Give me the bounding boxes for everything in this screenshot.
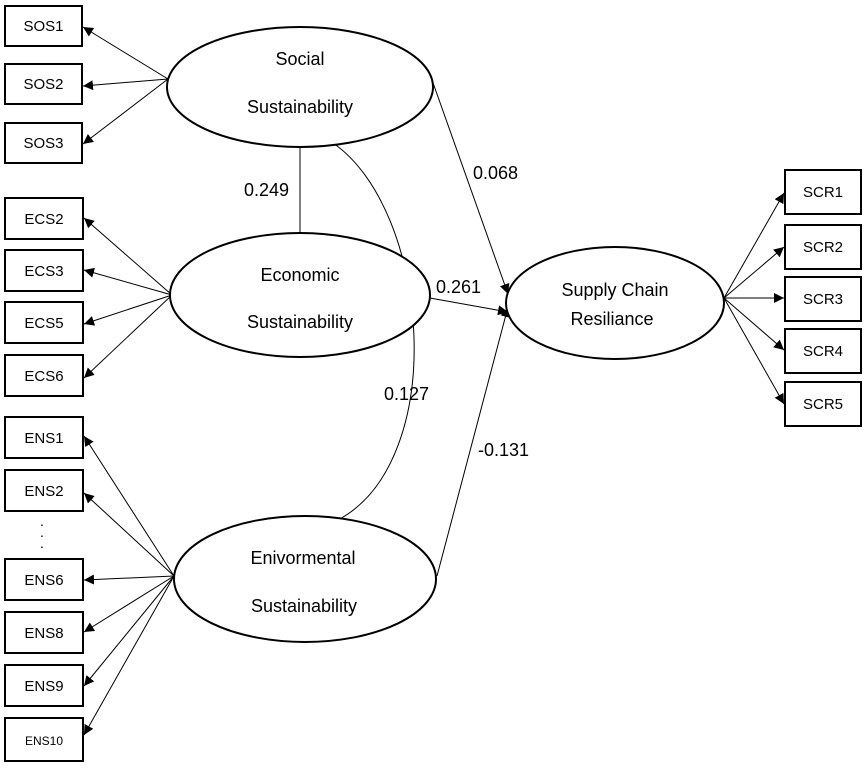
indicator-ens8: ENS8 <box>4 611 84 654</box>
latent-supply-chain-resilience: Supply Chain Resiliance <box>505 246 725 360</box>
latent-social-line2: Sustainability <box>247 97 353 117</box>
indicator-ens9: ENS9 <box>4 664 84 707</box>
edge-social-sos3 <box>82 78 169 145</box>
latent-economic-line2: Sustainability <box>247 312 353 332</box>
indicator-scr2: SCR2 <box>784 224 862 270</box>
svg-text:ECS2: ECS2 <box>24 211 63 228</box>
edge-economic-ecs6 <box>83 294 173 379</box>
indicator-sos2: SOS2 <box>4 63 83 105</box>
coef-economic-resilience: 0.261 <box>436 277 481 297</box>
edge-env-ens8 <box>83 575 175 633</box>
latent-economic: Economic Sustainability <box>169 232 431 358</box>
indicator-sos1: SOS1 <box>4 5 83 47</box>
resilience-indicator-edges <box>723 192 785 405</box>
coef-correlation-social-economic: 0.249 <box>244 180 289 200</box>
latent-resilience-line2: Resiliance <box>570 309 653 329</box>
svg-text:ECS3: ECS3 <box>24 263 63 280</box>
indicator-scr3: SCR3 <box>784 276 862 322</box>
indicator-ens2: ENS2 <box>4 469 84 512</box>
latent-economic-line1: Economic <box>260 265 339 285</box>
edge-resilience-scr1 <box>723 192 785 299</box>
social-indicator-edges <box>82 26 169 145</box>
correlation-social-environmental <box>332 142 415 521</box>
edge-economic-ecs2 <box>83 217 173 296</box>
indicator-ecs3: ECS3 <box>4 249 84 292</box>
edge-env-ens10 <box>83 575 175 736</box>
latent-resilience-line1: Supply Chain <box>561 280 668 300</box>
indicator-scr4: SCR4 <box>784 328 862 374</box>
indicator-ecs6: ECS6 <box>4 354 84 397</box>
indicator-ens1: ENS1 <box>4 416 84 459</box>
edge-env-ens9 <box>83 575 175 687</box>
svg-text:SCR5: SCR5 <box>803 396 843 413</box>
path-economic-resilience <box>429 297 509 316</box>
svg-text:SOS3: SOS3 <box>23 135 63 152</box>
edge-env-ens6 <box>83 574 175 585</box>
svg-text:SOS2: SOS2 <box>23 76 63 93</box>
indicator-scr1: SCR1 <box>784 169 862 215</box>
edge-resilience-scr4 <box>723 297 785 351</box>
svg-text:ECS6: ECS6 <box>24 368 63 385</box>
svg-text:SOS1: SOS1 <box>23 18 63 35</box>
edge-social-sos2 <box>82 78 169 91</box>
coef-correlation-social-environmental: 0.127 <box>384 384 429 404</box>
latent-social-line1: Social <box>275 49 324 69</box>
latent-social: Social Sustainability <box>166 26 434 148</box>
svg-text:ENS9: ENS9 <box>24 678 63 695</box>
svg-text:.: . <box>40 524 44 540</box>
coef-environmental-resilience: -0.131 <box>478 440 529 460</box>
path-environmental-resilience <box>436 306 511 577</box>
edge-env-ens1 <box>83 435 175 577</box>
edge-economic-ecs3 <box>83 267 173 296</box>
svg-text:ECS5: ECS5 <box>24 315 63 332</box>
svg-text:ENS6: ENS6 <box>24 572 63 589</box>
svg-text:.: . <box>40 513 44 529</box>
svg-text:ENS1: ENS1 <box>24 430 63 447</box>
svg-text:SCR3: SCR3 <box>803 291 843 308</box>
svg-text:SCR2: SCR2 <box>803 239 843 256</box>
indicator-ens6: ENS6 <box>4 558 84 601</box>
edge-env-ens2 <box>83 492 175 577</box>
edge-resilience-scr2 <box>723 246 785 299</box>
indicator-ecs2: ECS2 <box>4 197 84 240</box>
indicator-sos3: SOS3 <box>4 122 83 164</box>
svg-text:ENS2: ENS2 <box>24 483 63 500</box>
latent-environmental-line1: Enivormental <box>250 548 355 568</box>
svg-text:ENS10: ENS10 <box>25 734 63 748</box>
indicator-ens10: ENS10 <box>4 717 84 762</box>
coef-social-resilience: 0.068 <box>473 163 518 183</box>
svg-text:ENS8: ENS8 <box>24 625 63 642</box>
edge-social-sos1 <box>82 26 169 80</box>
edge-economic-ecs5 <box>83 294 173 326</box>
indicator-scr5: SCR5 <box>784 381 862 427</box>
svg-text:SCR4: SCR4 <box>803 343 843 360</box>
indicator-ellipsis: . . . <box>40 513 44 551</box>
latent-environmental-line2: Sustainability <box>251 596 357 616</box>
environmental-indicator-edges <box>83 435 175 736</box>
path-social-resilience <box>431 79 510 295</box>
svg-text:.: . <box>40 535 44 551</box>
economic-indicator-edges <box>83 217 173 379</box>
svg-text:SCR1: SCR1 <box>803 184 843 201</box>
edge-resilience-scr5 <box>723 297 785 405</box>
indicator-ecs5: ECS5 <box>4 301 84 344</box>
latent-environmental: Enivormental Sustainability <box>173 515 437 643</box>
